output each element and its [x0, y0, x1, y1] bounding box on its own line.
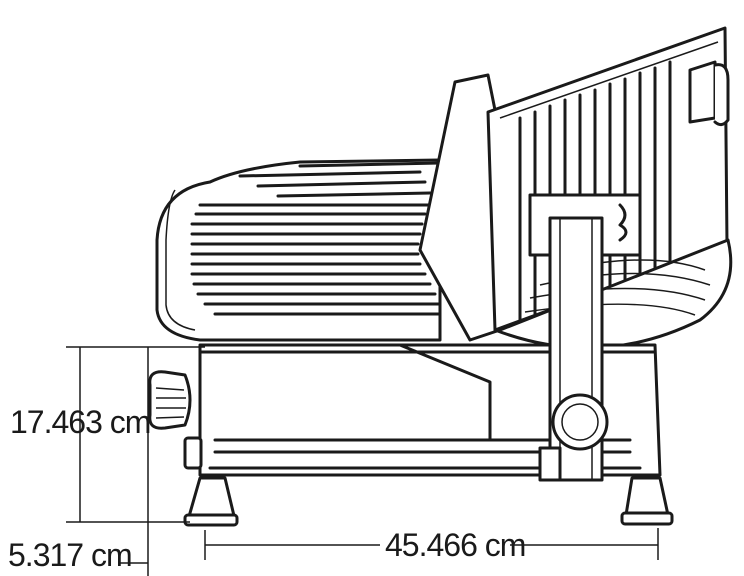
control-knob: [148, 370, 192, 430]
dimension-lines: [66, 346, 659, 576]
length-dimension-label: 45.466 cm: [385, 527, 525, 563]
motor-housing: [155, 158, 442, 342]
feed-carriage: [418, 26, 730, 342]
height-dimension-label: 17.463 cm: [10, 404, 150, 440]
thickness-column: [538, 216, 609, 482]
foot-height-dimension-label: 5.317 cm: [8, 537, 132, 573]
feet: [183, 476, 674, 527]
cooling-fins: [190, 161, 442, 316]
